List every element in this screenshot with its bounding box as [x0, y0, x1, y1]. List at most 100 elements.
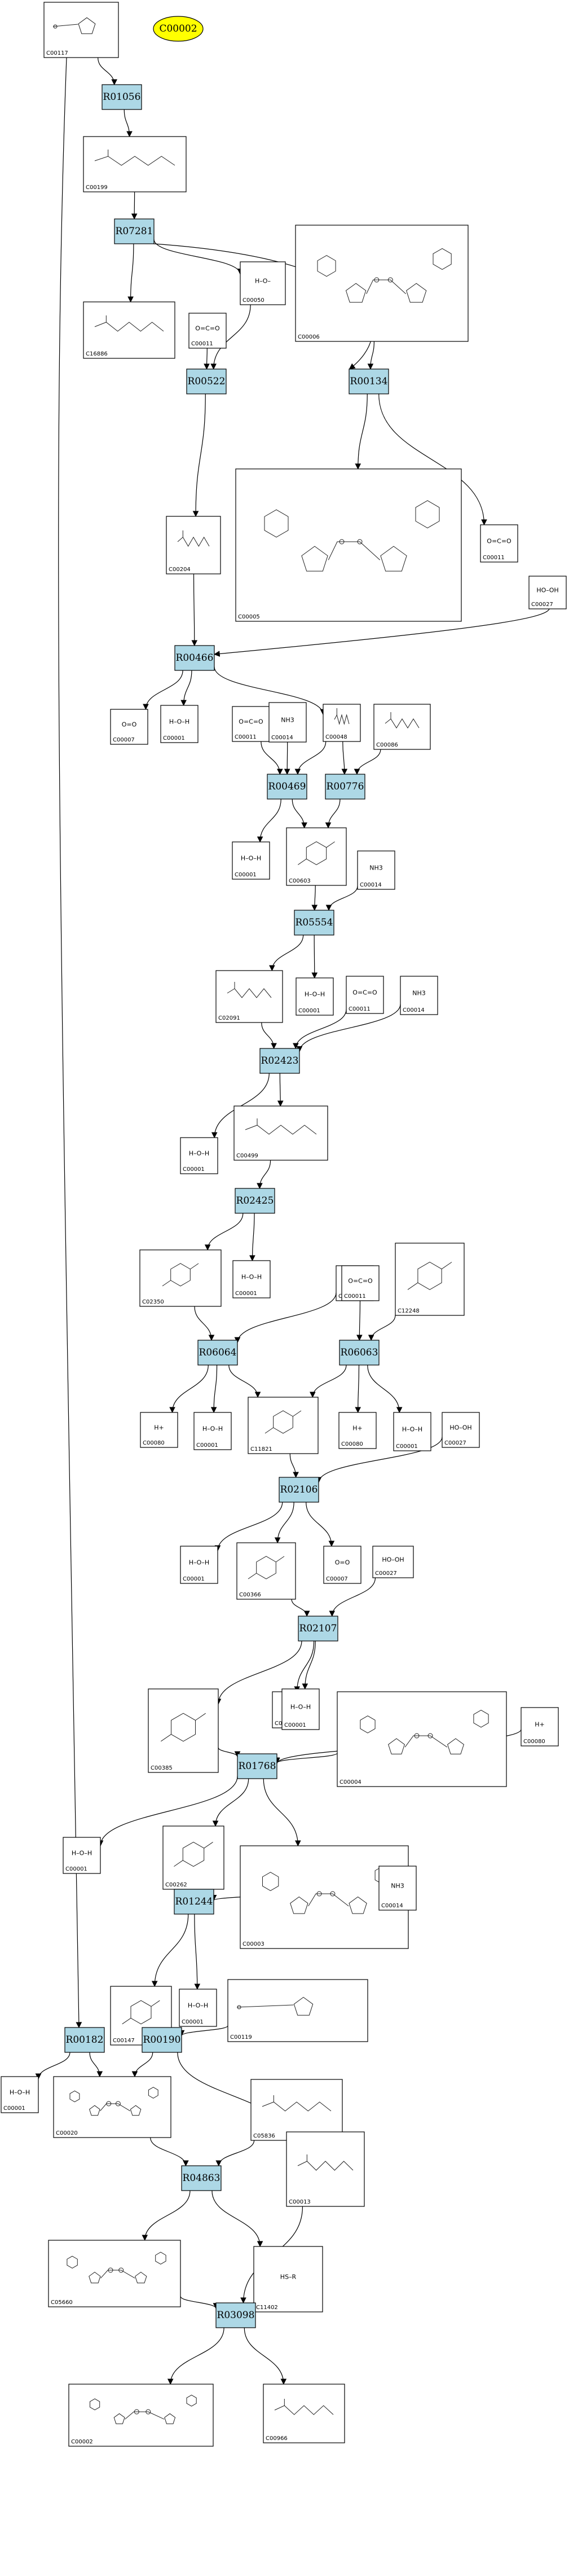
structure-drawing: [264, 1410, 302, 1434]
compound-c00005[interactable]: C00005: [235, 468, 462, 622]
compound-c00080[interactable]: H+C00080: [338, 1412, 377, 1449]
reaction-r02106[interactable]: R02106: [279, 1477, 319, 1503]
reaction-r02107[interactable]: R02107: [298, 1616, 338, 1642]
compound-c16886[interactable]: C16886: [83, 301, 175, 359]
compound-c00006[interactable]: C00006: [295, 225, 469, 342]
compound-box: [281, 1688, 320, 1730]
compound-c12248[interactable]: C12248: [395, 1243, 465, 1316]
compound-id: C00966: [266, 2435, 288, 2442]
compound-c00262[interactable]: C00262: [162, 1825, 224, 1890]
compound-c02091[interactable]: C02091: [215, 970, 283, 1023]
compound-c05660[interactable]: C05660: [48, 2240, 181, 2307]
compound-c00086[interactable]: C00086: [373, 704, 431, 750]
edge-r15-c49: [151, 1914, 189, 1987]
reaction-r01768[interactable]: R01768: [237, 1753, 277, 1779]
compound-c00385[interactable]: C00385: [148, 1688, 219, 1773]
reaction-r00182[interactable]: R00182: [64, 2027, 105, 2053]
compound-c11821[interactable]: C11821: [248, 1397, 319, 1454]
compound-c00119[interactable]: C00119: [227, 1979, 368, 2042]
compound-id: C00007: [326, 1576, 348, 1582]
compound-box: [179, 1989, 217, 2027]
reaction-r00190[interactable]: R00190: [142, 2027, 182, 2053]
compound-c00199[interactable]: C00199: [83, 136, 187, 192]
compound-c00050[interactable]: H–O–C00050: [240, 261, 286, 305]
edge-r10-c32: [228, 1364, 261, 1398]
edge-r7-c20: [311, 934, 318, 979]
reaction-r06063[interactable]: R06063: [339, 1340, 380, 1366]
edge-r18-c57: [211, 2190, 263, 2248]
compound-c00004[interactable]: C00004: [337, 1691, 507, 1787]
compound-formula: H–O–H: [189, 1150, 209, 1157]
reaction-r04863[interactable]: R04863: [181, 2165, 222, 2191]
compound-c00080[interactable]: H+C00080: [140, 1412, 178, 1448]
compound-box: [253, 2246, 323, 2312]
compound-c05836[interactable]: C05836: [250, 2079, 343, 2141]
compound-id: C02350: [142, 1299, 164, 1305]
compound-id: C00011: [191, 341, 213, 347]
compound-formula: NH3: [412, 990, 426, 997]
reaction-r00466[interactable]: R00466: [174, 645, 215, 671]
compound-c00048[interactable]: C00048: [323, 704, 361, 742]
reaction-r06064[interactable]: R06064: [197, 1340, 238, 1366]
edge-c37-r13: [291, 1599, 310, 1617]
compound-c00002[interactable]: C00002: [68, 2384, 214, 2447]
reaction-r00776[interactable]: R00776: [325, 774, 365, 800]
edge-r6-c17: [325, 798, 341, 829]
compound-c00204[interactable]: C00204: [166, 516, 221, 574]
compound-c00603[interactable]: C00603: [286, 827, 347, 886]
reaction-r00134[interactable]: R00134: [349, 368, 389, 394]
target-compound[interactable]: C00002: [153, 16, 204, 42]
compound-id: C00001: [284, 1722, 306, 1728]
reaction-r00522[interactable]: R00522: [186, 368, 227, 394]
reaction-r02425[interactable]: R02425: [235, 1188, 275, 1214]
compound-id: C02091: [218, 1015, 240, 1021]
reaction-r07281[interactable]: R07281: [114, 218, 155, 244]
compound-c00020[interactable]: C00020: [53, 2076, 171, 2138]
reaction-r05554[interactable]: R05554: [294, 910, 334, 936]
compound-id: C00001: [3, 2105, 25, 2112]
compound-box: [215, 970, 283, 1023]
reaction-r01244[interactable]: R01244: [174, 1889, 214, 1915]
reaction-r00469[interactable]: R00469: [267, 774, 307, 800]
compound-c00013[interactable]: C00013: [286, 2131, 365, 2207]
compound-box: [180, 1546, 218, 1584]
compound-c02350[interactable]: C02350: [139, 1249, 222, 1307]
reaction-r01056[interactable]: R01056: [102, 84, 142, 110]
compound-c00117[interactable]: C00117: [43, 2, 119, 58]
reaction-r02423[interactable]: R02423: [259, 1048, 300, 1074]
compound-c00499[interactable]: C00499: [233, 1105, 328, 1161]
compound-c00080[interactable]: H+C00080: [521, 1707, 559, 1746]
compound-c00366[interactable]: C00366: [236, 1542, 296, 1600]
compound-id: C00204: [169, 567, 191, 573]
compound-c00966[interactable]: C00966: [263, 2384, 345, 2443]
reaction-r03098[interactable]: R03098: [215, 2302, 256, 2328]
reaction-label: R01244: [175, 1896, 213, 1907]
